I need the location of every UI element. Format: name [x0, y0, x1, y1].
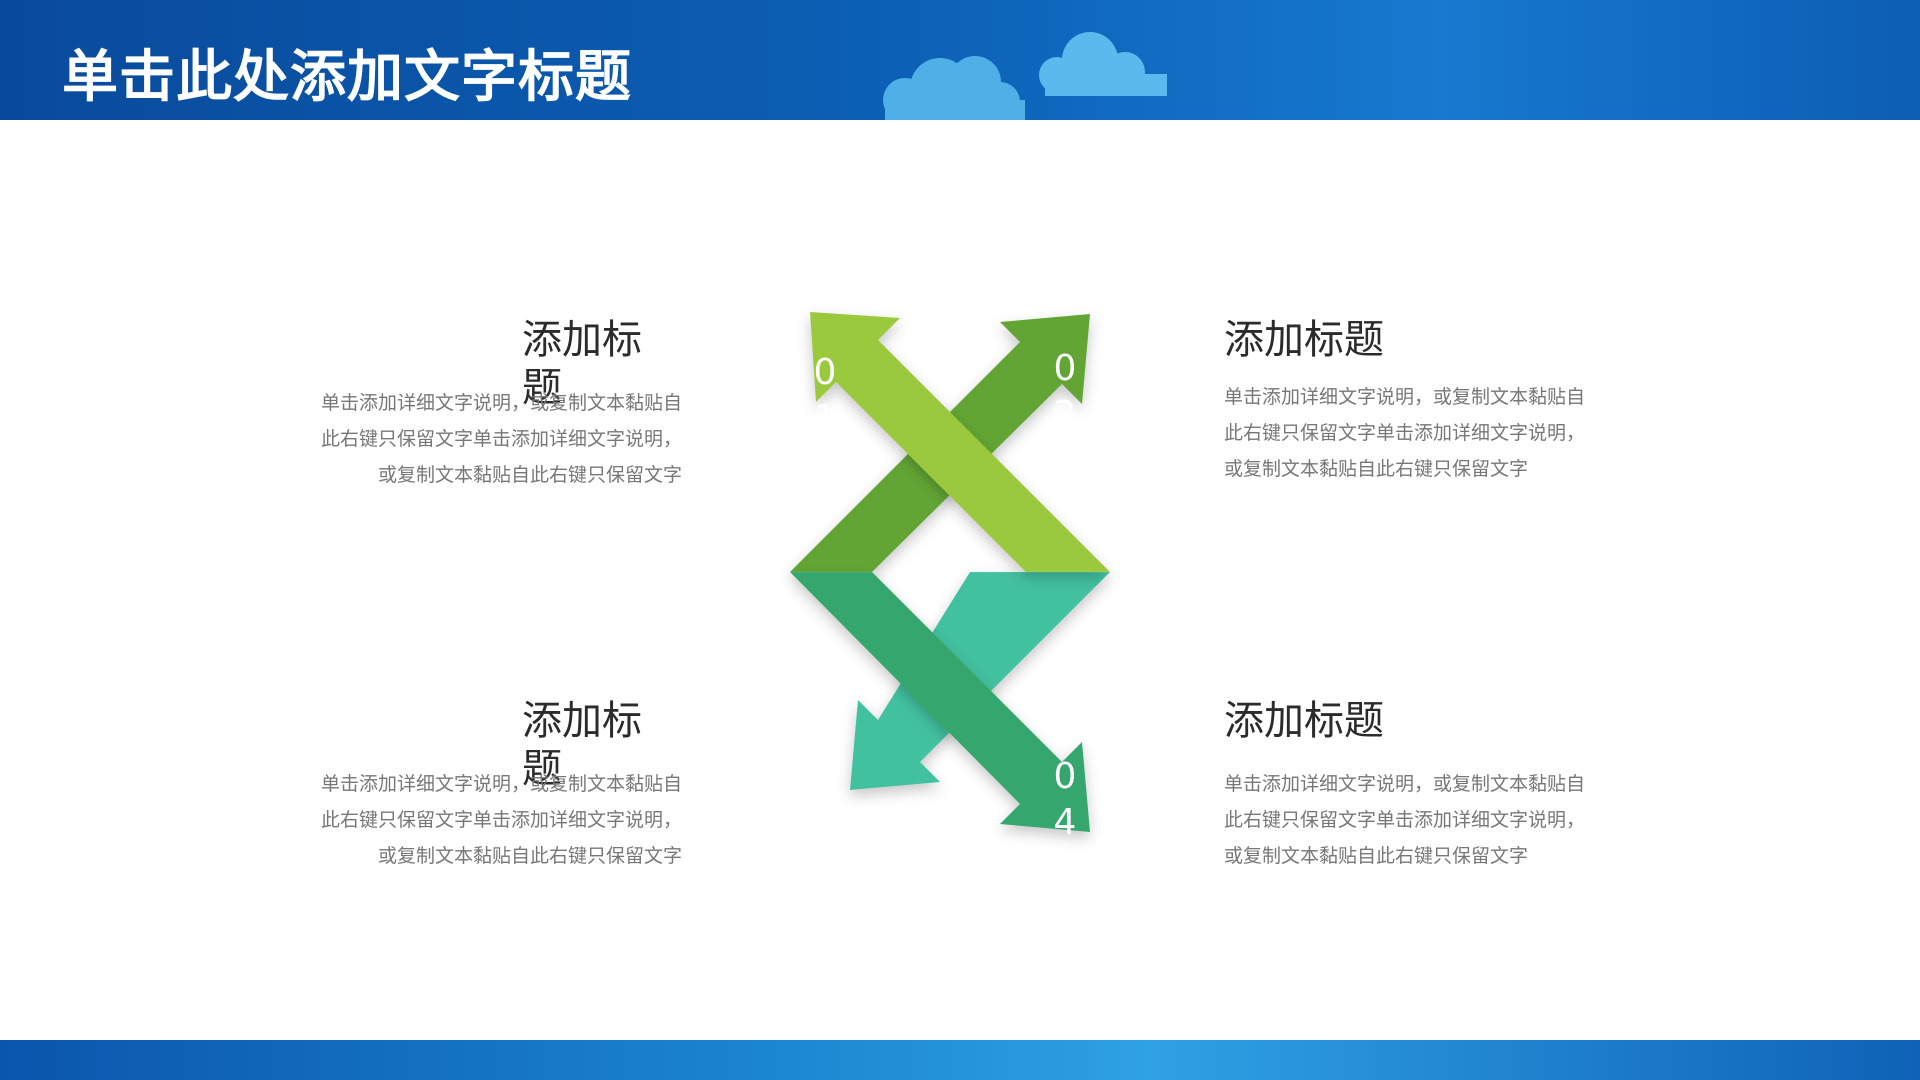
footer-bar	[0, 1040, 1920, 1080]
block-01-title[interactable]: 添加标题	[522, 317, 642, 411]
arrow-icon	[810, 312, 1110, 572]
arrow-01-number: 01	[813, 352, 837, 439]
block-04-title[interactable]: 添加标题	[1224, 698, 1384, 744]
arrow-icon	[790, 572, 1090, 832]
block-04-description[interactable]: 单击添加详细文字说明，或复制文本黏贴自此右键只保留文字单击添加详细文字说明，或复…	[1224, 773, 1586, 867]
arrow-02-number: 02	[1053, 348, 1077, 435]
x-arrow-diagram	[790, 312, 1110, 832]
block-02-title[interactable]: 添加标题	[1224, 317, 1384, 363]
slide-title[interactable]: 单击此处添加文字标题	[62, 45, 632, 110]
arrow-04-number: 04	[1053, 756, 1077, 843]
block-03-description[interactable]: 单击添加详细文字说明，或复制文本黏贴自此右键只保留文字单击添加详细文字说明，或复…	[320, 773, 682, 867]
block-01-description[interactable]: 单击添加详细文字说明，或复制文本黏贴自此右键只保留文字单击添加详细文字说明，或复…	[320, 392, 682, 486]
arrow-03-number: 03	[813, 759, 837, 846]
block-03-title[interactable]: 添加标题	[522, 698, 642, 792]
block-02-description[interactable]: 单击添加详细文字说明，或复制文本黏贴自此右键只保留文字单击添加详细文字说明，或复…	[1224, 386, 1586, 480]
header-bar: 单击此处添加文字标题	[0, 0, 1920, 120]
cloud-icon	[883, 32, 1167, 120]
